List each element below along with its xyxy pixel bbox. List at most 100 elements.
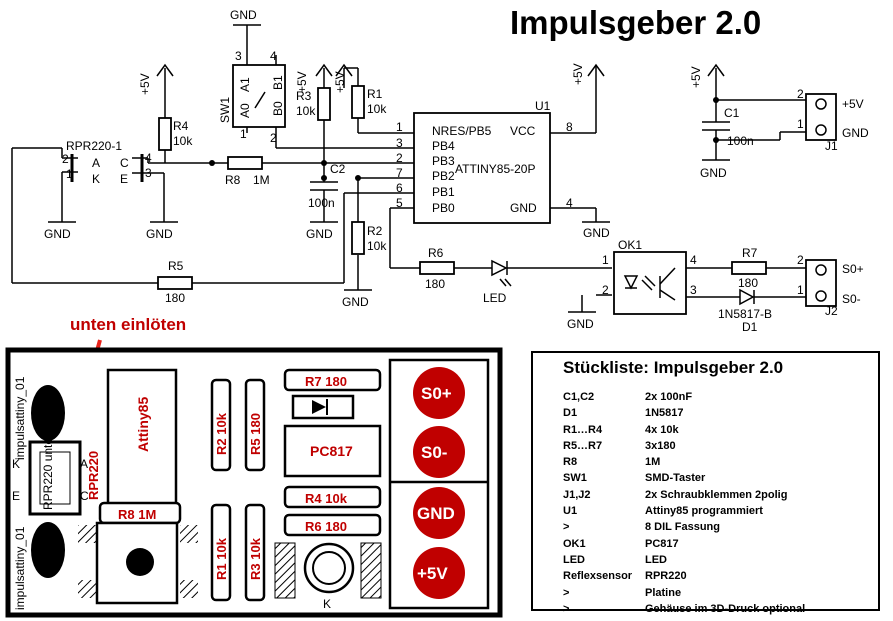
parts-list-ref: R1…R4 xyxy=(563,423,603,436)
u1-ref: U1 xyxy=(535,99,551,113)
svg-text:RPR220-1: RPR220-1 xyxy=(66,139,122,153)
svg-text:A0: A0 xyxy=(238,103,252,118)
solder-note: unten einlöten xyxy=(70,315,186,334)
svg-text:R3 10k: R3 10k xyxy=(248,537,263,580)
parts-list-desc: RPR220 xyxy=(645,570,687,583)
svg-text:6: 6 xyxy=(396,181,403,195)
svg-text:A: A xyxy=(92,156,100,170)
svg-text:R1 10k: R1 10k xyxy=(214,537,229,580)
parts-list-desc: Gehäuse im 3D-Druck optional xyxy=(645,602,806,615)
svg-text:GND: GND xyxy=(700,166,727,180)
svg-text:+5V: +5V xyxy=(295,71,309,93)
svg-text:3: 3 xyxy=(145,166,152,180)
parts-list-desc: Platine xyxy=(645,586,682,599)
svg-text:K: K xyxy=(92,172,100,186)
u1-wires xyxy=(165,65,597,269)
gnd-symbols xyxy=(48,24,730,313)
svg-text:R6 180: R6 180 xyxy=(305,519,347,534)
svg-text:R2 10k: R2 10k xyxy=(214,412,229,455)
parts-list-ref: LED xyxy=(563,553,585,566)
parts-list-desc: 1N5817 xyxy=(645,407,684,420)
svg-text:R3: R3 xyxy=(296,89,312,103)
svg-text:J2: J2 xyxy=(825,304,838,318)
svg-text:7: 7 xyxy=(396,166,403,180)
u1-name: ATTINY85-20P xyxy=(455,162,535,176)
parts-list-ref: > xyxy=(563,586,570,599)
svg-text:180: 180 xyxy=(738,276,758,290)
u1-pin-pb3: PB3 xyxy=(432,154,455,168)
svg-text:+5V: +5V xyxy=(689,66,703,88)
resistor-r6: R6 180 xyxy=(419,246,492,291)
svg-text:R2: R2 xyxy=(367,224,383,238)
resistor-r5: R5 180 xyxy=(157,193,345,305)
capacitor-c1: C1 100n xyxy=(702,99,806,148)
u1-pin-pb1: PB1 xyxy=(432,185,455,199)
svg-text:+5V: +5V xyxy=(138,73,152,95)
svg-text:4: 4 xyxy=(690,253,697,267)
parts-list-desc: 8 DIL Fassung xyxy=(645,521,720,534)
svg-text:10k: 10k xyxy=(367,239,387,253)
svg-text:S0-: S0- xyxy=(842,292,861,306)
u1-pin-gnd: GND xyxy=(510,201,537,215)
svg-text:PC817: PC817 xyxy=(310,443,353,459)
switch-sw1: 3 4 1 2 A1 A0 B1 B0 SW1 xyxy=(218,40,286,148)
u1-pin-pb4: PB4 xyxy=(432,139,455,153)
parts-list-ref: Reflexsensor xyxy=(563,570,633,583)
svg-text:+5V: +5V xyxy=(417,564,448,583)
svg-text:K: K xyxy=(12,457,20,471)
svg-text:GND: GND xyxy=(567,317,594,331)
svg-text:R1: R1 xyxy=(367,87,383,101)
resistor-r2: R2 10k xyxy=(351,177,387,255)
svg-text:R8: R8 xyxy=(225,173,241,187)
svg-text:B0: B0 xyxy=(271,101,285,116)
svg-text:3: 3 xyxy=(690,283,697,297)
svg-text:SW1: SW1 xyxy=(218,97,232,123)
parts-list-ref: > xyxy=(563,602,570,615)
svg-text:100n: 100n xyxy=(727,134,754,148)
svg-text:LED: LED xyxy=(483,291,507,305)
svg-text:2: 2 xyxy=(602,283,609,297)
parts-list-ref: J1,J2 xyxy=(563,488,591,501)
svg-text:GND: GND xyxy=(44,227,71,241)
page-title: Impulsgeber 2.0 xyxy=(510,4,761,41)
svg-text:1: 1 xyxy=(797,117,804,131)
svg-text:180: 180 xyxy=(425,277,445,291)
svg-text:S0+: S0+ xyxy=(421,384,452,403)
svg-text:C2: C2 xyxy=(330,162,346,176)
svg-text:1: 1 xyxy=(602,253,609,267)
parts-list-ref: R5…R7 xyxy=(563,439,603,452)
parts-list-desc: Attiny85 programmiert xyxy=(645,505,763,518)
parts-list-desc: 2x 100nF xyxy=(645,391,693,403)
power-symbols: +5V +5V +5V +5V +5V xyxy=(138,63,725,108)
parts-list-desc: SMD-Taster xyxy=(645,472,706,485)
u1-pin-pb2: PB2 xyxy=(432,169,455,183)
diode-d1: 1N5817-B D1 xyxy=(718,288,806,334)
parts-list-ref: SW1 xyxy=(563,472,587,485)
led-symbol: LED xyxy=(483,259,612,305)
parts-list-row: R5…R7 3x180 xyxy=(563,438,873,454)
svg-text:10k: 10k xyxy=(173,134,193,148)
svg-text:1: 1 xyxy=(797,283,804,297)
parts-list-desc: 3x180 xyxy=(645,439,676,452)
svg-text:8: 8 xyxy=(566,120,573,134)
svg-text:Attiny85: Attiny85 xyxy=(135,397,151,452)
svg-text:3: 3 xyxy=(235,49,242,63)
parts-list-ref: OK1 xyxy=(563,537,586,550)
svg-text:1: 1 xyxy=(240,127,247,141)
svg-text:1N5817-B: 1N5817-B xyxy=(718,307,772,321)
svg-text:R5: R5 xyxy=(168,259,184,273)
u1-pin-nres: NRES/PB5 xyxy=(432,124,492,138)
connector-j2: 2 1 S0+ S0- J2 xyxy=(797,253,864,318)
svg-text:R7: R7 xyxy=(742,246,758,260)
svg-text:+5V: +5V xyxy=(333,71,347,93)
svg-text:4: 4 xyxy=(270,49,277,63)
resistor-r7: R7 180 xyxy=(731,246,806,290)
svg-text:GND: GND xyxy=(146,227,173,241)
u1-attiny85: U1 NRES/PB5 PB4 PB3 PB2 PB1 PB0 VCC GND … xyxy=(396,99,573,224)
parts-list-row: > Platine xyxy=(563,585,873,601)
